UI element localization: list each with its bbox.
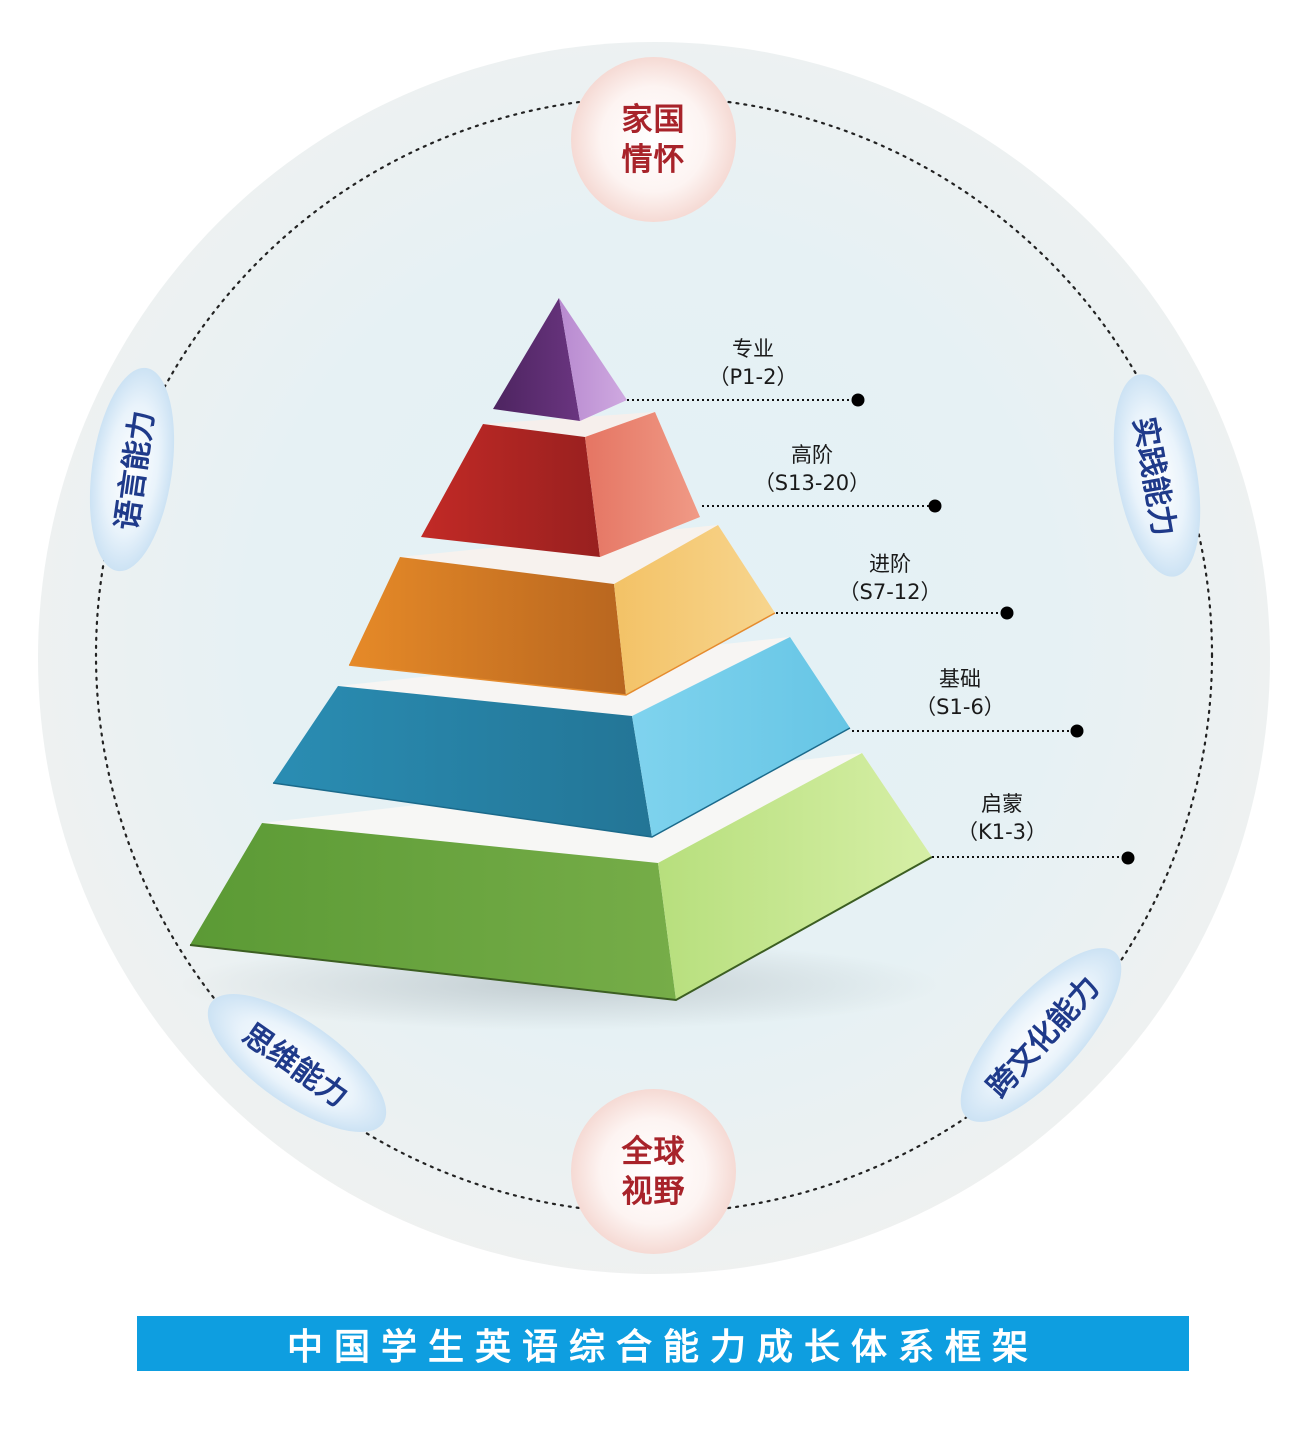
bubble-line-2: 情怀 (621, 141, 686, 178)
level-label-advanced-high: 高阶 （S13-20） (742, 441, 882, 497)
level-range: （S13-20） (753, 471, 871, 495)
title-banner: 中国学生英语综合能力成长体系框架 (137, 1316, 1189, 1371)
level-marker-dot (1070, 724, 1084, 738)
diagram-title: 中国学生英语综合能力成长体系框架 (286, 1326, 1039, 1368)
oval-label: 实践能力 (1125, 413, 1182, 539)
level-name: 高阶 (791, 443, 833, 467)
level-range: （S1-6） (915, 695, 1005, 719)
level-marker-dot (1000, 606, 1014, 620)
oval-label: 语言能力 (109, 408, 162, 532)
level-marker-dot (1121, 851, 1135, 865)
orbit-dotted-circle (94, 95, 1214, 1215)
bubble-line-1: 家国 (621, 101, 686, 138)
level-label-foundation: 基础 （S1-6） (900, 665, 1020, 721)
level-marker-dot (928, 499, 942, 513)
level-range: （S7-12） (838, 580, 942, 604)
level-name: 进阶 (869, 552, 911, 576)
level-range: （P1-2） (708, 365, 798, 389)
bubble-family-nation: 家国 情怀 (571, 57, 736, 222)
bubble-line-2: 视野 (621, 1173, 686, 1210)
level-name: 启蒙 (981, 792, 1023, 816)
level-name: 专业 (732, 337, 774, 361)
level-marker-dot (851, 393, 865, 407)
level-label-enlightenment: 启蒙 （K1-3） (942, 790, 1062, 846)
level-label-professional: 专业 （P1-2） (693, 335, 813, 391)
level-label-intermediate: 进阶 （S7-12） (825, 550, 955, 606)
bubble-line-1: 全球 (621, 1133, 686, 1170)
level-range: （K1-3） (956, 820, 1048, 844)
level-name: 基础 (939, 667, 981, 691)
bubble-global-vision: 全球 视野 (571, 1089, 736, 1254)
